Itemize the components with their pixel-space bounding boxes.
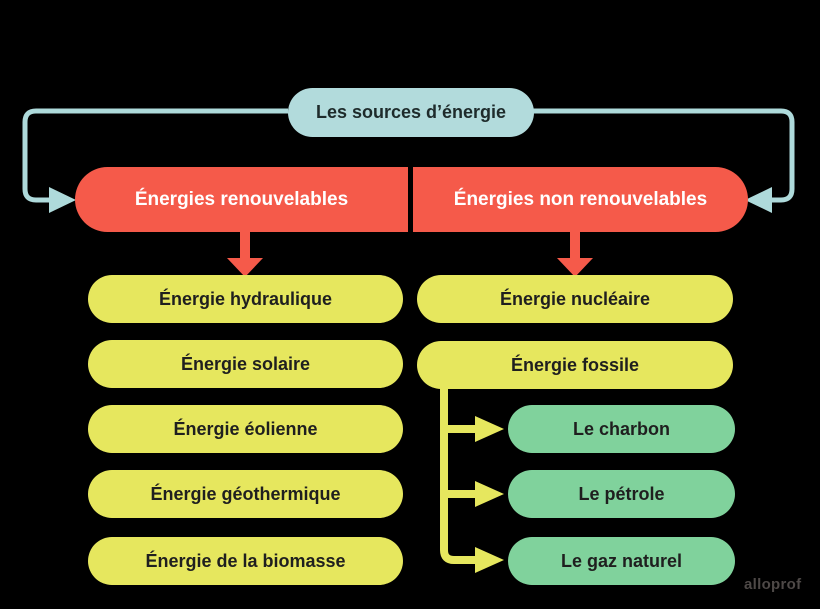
node-energie-eolienne: Énergie éolienne <box>88 405 403 453</box>
node-energie-geothermique: Énergie géothermique <box>88 470 403 518</box>
arrowhead-right-icon <box>475 547 504 573</box>
node-energie-biomasse: Énergie de la biomasse <box>88 537 403 585</box>
arrowhead-right-icon <box>475 481 504 507</box>
node-energie-solaire: Énergie solaire <box>88 340 403 388</box>
alloprof-logo: alloprof <box>744 576 802 593</box>
arrowhead-right-icon <box>49 187 76 213</box>
node-le-petrole: Le pétrole <box>508 470 735 518</box>
node-energie-fossile: Énergie fossile <box>417 341 733 389</box>
arrow-renewable-down <box>227 230 263 277</box>
arrow-nonrenewable-down <box>557 230 593 277</box>
arrowhead-right-icon <box>475 416 504 442</box>
fossile-tree-arrowheads <box>475 416 504 573</box>
node-sources-energie: Les sources d’énergie <box>288 88 534 137</box>
arrowhead-left-icon <box>745 187 772 213</box>
node-le-gaz-naturel: Le gaz naturel <box>508 537 735 585</box>
node-energie-nucleaire: Énergie nucléaire <box>417 275 733 323</box>
node-energies-renouvelables: Énergies renouvelables <box>75 167 408 232</box>
node-energie-hydraulique: Énergie hydraulique <box>88 275 403 323</box>
connector-fossile-tree <box>440 383 476 564</box>
node-le-charbon: Le charbon <box>508 405 735 453</box>
node-energies-non-renouvelables: Énergies non renouvelables <box>413 167 748 232</box>
